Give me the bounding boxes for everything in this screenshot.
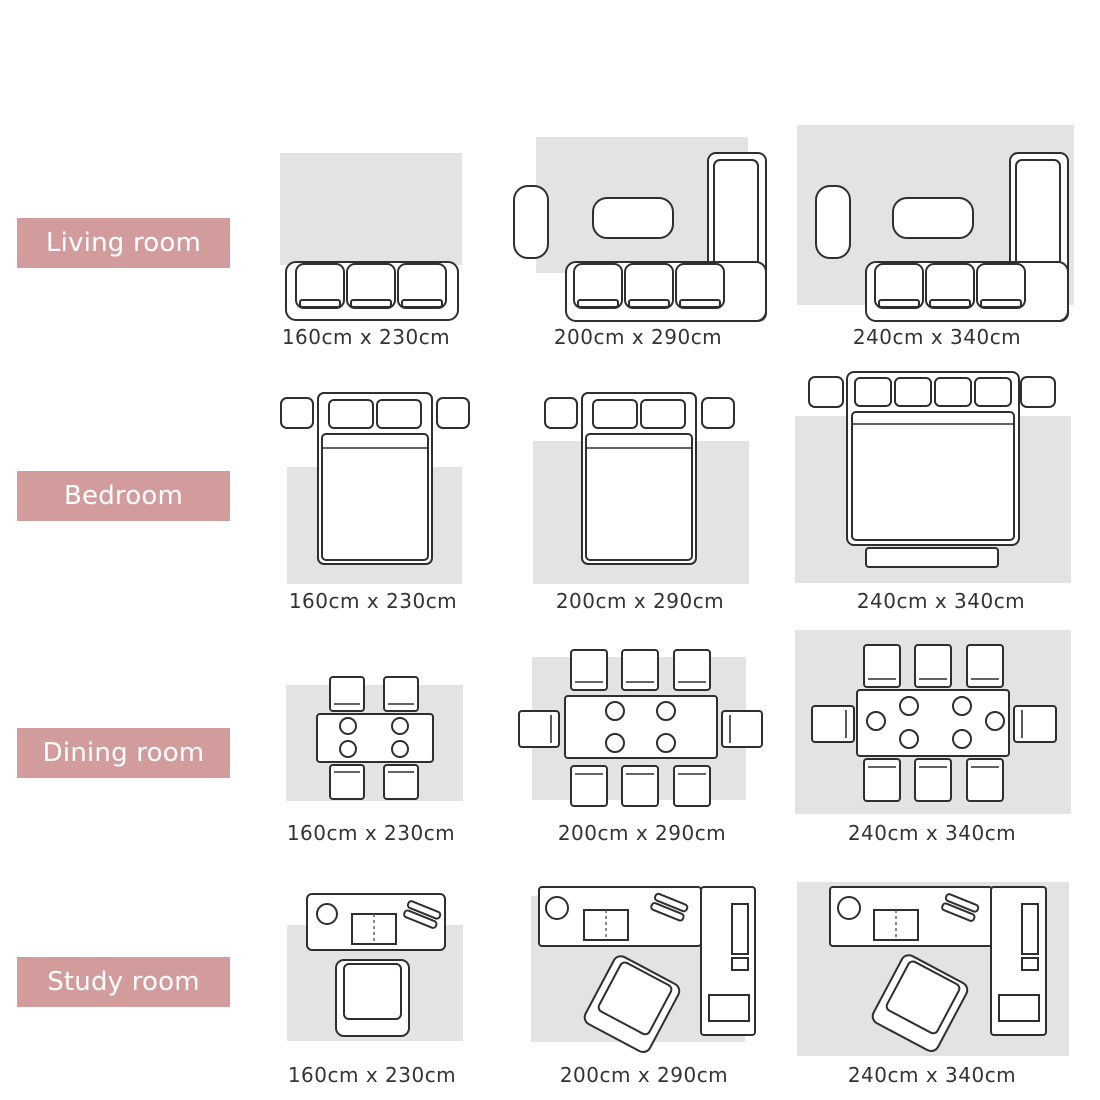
sectional-sofa-icon — [565, 152, 767, 322]
office-chair-icon — [871, 954, 969, 1052]
desk-icon — [306, 893, 446, 951]
size-caption-living-small: 160cm x 230cm — [281, 325, 451, 349]
chair-icon — [329, 764, 365, 800]
study-medium-layout — [531, 886, 756, 1053]
size-caption-study-large: 240cm x 340cm — [847, 1063, 1017, 1087]
office-chair-icon — [335, 959, 410, 1037]
chair-icon — [721, 710, 763, 748]
living-small-layout — [280, 153, 462, 321]
chair-icon — [811, 705, 855, 743]
chair-icon — [570, 649, 608, 691]
dining-medium-layout — [518, 649, 763, 807]
rug — [280, 153, 462, 265]
armchair-icon — [513, 185, 549, 259]
sectional-sofa-icon — [865, 152, 1069, 322]
nightstand-icon — [701, 397, 735, 429]
chair-icon — [570, 765, 608, 807]
living-large-layout — [797, 125, 1074, 322]
chair-icon — [863, 758, 901, 802]
nightstand-icon — [1020, 376, 1056, 408]
size-caption-dining-large: 240cm x 340cm — [847, 821, 1017, 845]
chair-icon — [1013, 705, 1057, 743]
size-caption-living-medium: 200cm x 290cm — [553, 325, 723, 349]
coffee-table-icon — [892, 197, 974, 239]
chair-icon — [621, 649, 659, 691]
chair-icon — [518, 710, 560, 748]
chair-icon — [383, 764, 419, 800]
size-caption-living-large: 240cm x 340cm — [852, 325, 1022, 349]
bed-icon — [581, 392, 697, 565]
size-caption-dining-small: 160cm x 230cm — [286, 821, 456, 845]
coffee-table-icon — [592, 197, 674, 239]
chair-icon — [673, 649, 711, 691]
study-small-layout — [287, 893, 463, 1041]
dining-large-layout — [795, 630, 1071, 814]
chair-icon — [966, 758, 1004, 802]
bench-icon — [865, 547, 999, 568]
row-label-bedroom: Bedroom — [17, 471, 230, 521]
chair-icon — [621, 765, 659, 807]
armchair-icon — [815, 185, 851, 259]
office-chair-icon — [583, 955, 681, 1053]
sofa-icon — [285, 261, 459, 321]
study-large-layout — [797, 882, 1069, 1056]
chair-icon — [914, 758, 952, 802]
chair-icon — [863, 644, 901, 688]
dining-table-icon — [564, 695, 718, 759]
chair-icon — [966, 644, 1004, 688]
size-caption-dining-medium: 200cm x 290cm — [557, 821, 727, 845]
dining-table-icon — [316, 713, 434, 763]
size-caption-bedroom-medium: 200cm x 290cm — [555, 589, 725, 613]
desk-icon — [829, 886, 993, 947]
cabinet-icon — [990, 886, 1047, 1036]
row-label-study-room: Study room — [17, 957, 230, 1007]
size-caption-study-medium: 200cm x 290cm — [559, 1063, 729, 1087]
chair-icon — [673, 765, 711, 807]
bedroom-large-layout — [795, 371, 1071, 583]
nightstand-icon — [436, 397, 470, 429]
size-caption-bedroom-large: 240cm x 340cm — [856, 589, 1026, 613]
row-label-dining-room: Dining room — [17, 728, 230, 778]
nightstand-icon — [808, 376, 844, 408]
living-medium-layout — [513, 137, 767, 322]
bed-icon — [317, 392, 433, 565]
nightstand-icon — [280, 397, 314, 429]
bed-icon — [846, 371, 1020, 546]
dining-table-icon — [856, 689, 1010, 757]
cabinet-icon — [700, 886, 756, 1036]
chair-icon — [329, 676, 365, 712]
nightstand-icon — [544, 397, 578, 429]
bedroom-medium-layout — [533, 392, 749, 584]
size-caption-study-small: 160cm x 230cm — [287, 1063, 457, 1087]
bedroom-small-layout — [280, 392, 470, 584]
chair-icon — [914, 644, 952, 688]
size-caption-bedroom-small: 160cm x 230cm — [288, 589, 458, 613]
row-label-living-room: Living room — [17, 218, 230, 268]
chair-icon — [383, 676, 419, 712]
desk-icon — [538, 886, 702, 947]
dining-small-layout — [286, 676, 463, 801]
